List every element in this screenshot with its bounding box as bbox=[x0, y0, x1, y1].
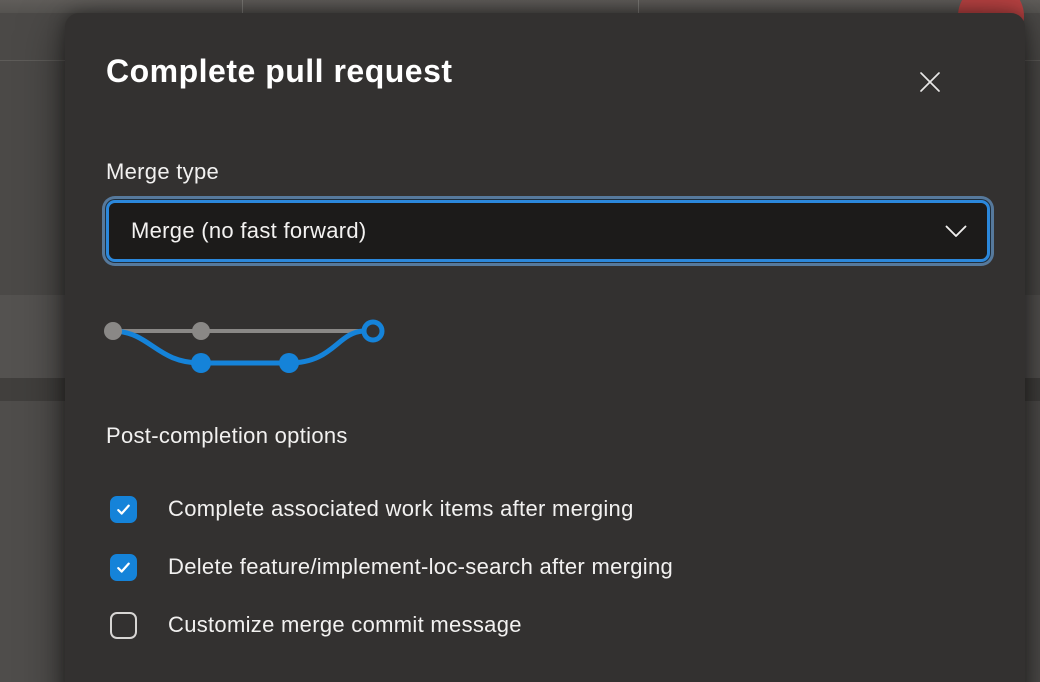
checkbox-label: Delete feature/implement-loc-search afte… bbox=[168, 554, 674, 579]
checkbox-checked[interactable] bbox=[110, 495, 137, 523]
chevron-down-icon bbox=[945, 225, 967, 237]
merge-type-dropdown[interactable]: Merge (no fast forward) bbox=[106, 200, 990, 262]
topbar-divider bbox=[638, 0, 639, 13]
close-button[interactable] bbox=[910, 62, 950, 102]
checkbox-checked[interactable] bbox=[110, 553, 137, 581]
background-topbar bbox=[0, 0, 1040, 13]
checkbox-unchecked[interactable] bbox=[110, 611, 137, 639]
topbar-divider bbox=[242, 0, 243, 13]
complete-pull-request-dialog: Complete pull request Merge type Merge (… bbox=[65, 13, 1025, 682]
dialog-title: Complete pull request bbox=[106, 53, 453, 89]
close-icon bbox=[920, 72, 940, 92]
checkbox-label: Complete associated work items after mer… bbox=[168, 496, 634, 521]
checkbox-row: Delete feature/implement-loc-search afte… bbox=[110, 538, 990, 596]
merge-type-selected-value: Merge (no fast forward) bbox=[131, 218, 367, 243]
merge-no-fast-forward-diagram bbox=[101, 313, 393, 381]
checkbox-row: Customize merge commit message bbox=[110, 596, 990, 654]
checkbox-label: Customize merge commit message bbox=[168, 612, 522, 637]
checkmark-icon bbox=[117, 562, 130, 573]
merge-type-label: Merge type bbox=[106, 159, 220, 184]
post-completion-heading: Post-completion options bbox=[106, 423, 348, 448]
post-completion-options-list: Complete associated work items after mer… bbox=[110, 480, 990, 654]
checkmark-icon bbox=[117, 504, 130, 515]
checkbox-row: Complete associated work items after mer… bbox=[110, 480, 990, 538]
